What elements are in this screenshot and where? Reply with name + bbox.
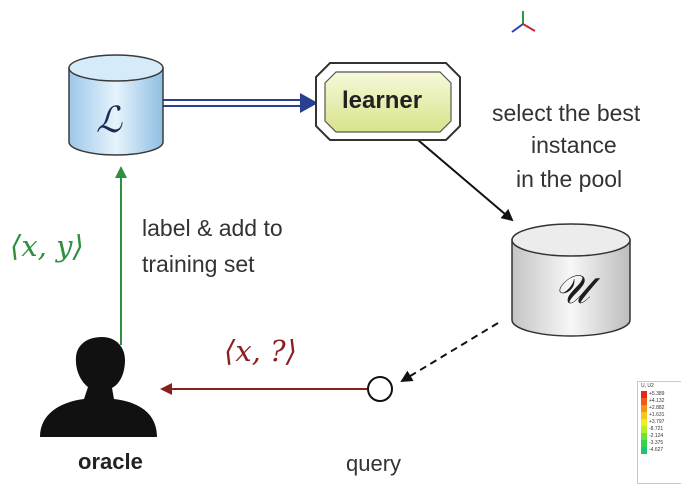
learner-box [315, 62, 461, 141]
query-label: query [346, 451, 402, 476]
legend-row: +4.132 [641, 398, 681, 405]
select-best-line2: instance [531, 132, 617, 158]
legend-row: +2.882 [641, 405, 681, 412]
learner-to-pool-arrow [417, 139, 514, 222]
select-best-line1: select the best [492, 100, 641, 126]
legend-row: -4.627 [641, 447, 681, 454]
legend-swatch [641, 391, 647, 398]
labeled-to-learner-arrow [163, 93, 318, 113]
unlabeled-pool-symbol: 𝒰 [554, 267, 590, 313]
label-add-line1: label & add to [142, 215, 283, 241]
select-best-line3: in the pool [516, 166, 623, 192]
axis-triad-icon [511, 11, 536, 33]
legend-row: -8.721 [641, 426, 681, 433]
xy-pair-label: ⟨x, y⟩ [10, 229, 84, 263]
unlabeled-pool-cylinder [511, 223, 631, 337]
legend-swatch [641, 433, 647, 440]
legend-swatch [641, 419, 647, 426]
oracle-label: oracle [78, 449, 143, 474]
label-add-line2: training set [142, 251, 255, 277]
oracle-person-icon [40, 337, 157, 437]
labeled-set-symbol: ℒ [96, 100, 122, 141]
legend-value: -8.721 [649, 426, 664, 432]
pool-to-query-arrow [400, 322, 499, 383]
legend-row: +5.389 [641, 391, 681, 398]
legend-swatch [641, 426, 647, 433]
learner-label: learner [342, 87, 423, 114]
legend-swatch [641, 398, 647, 405]
legend-title: U, U2 [641, 383, 654, 389]
legend-row: -2.124 [641, 433, 681, 440]
legend-row: +3.797 [641, 419, 681, 426]
legend-swatch [641, 440, 647, 447]
legend-value: +2.882 [649, 405, 665, 411]
legend-swatch [641, 447, 647, 454]
labeled-set-cylinder [68, 54, 164, 156]
color-legend: U, U2 +5.389 +4.132 +2.882 +1.631 +3.797… [637, 381, 681, 484]
legend-value: +4.132 [649, 398, 665, 404]
legend-swatch [641, 412, 647, 419]
legend-swatch [641, 405, 647, 412]
legend-value: +3.797 [649, 419, 665, 425]
legend-row: +1.631 [641, 412, 681, 419]
legend-value: -3.375 [649, 440, 664, 446]
legend-value: -2.124 [649, 433, 664, 439]
legend-value: +1.631 [649, 412, 665, 418]
query-node [367, 376, 393, 402]
legend-row: -3.375 [641, 440, 681, 447]
xq-pair-label: ⟨x, ?⟩ [224, 334, 297, 368]
legend-value: +5.389 [649, 391, 665, 397]
legend-value: -4.627 [649, 447, 664, 453]
